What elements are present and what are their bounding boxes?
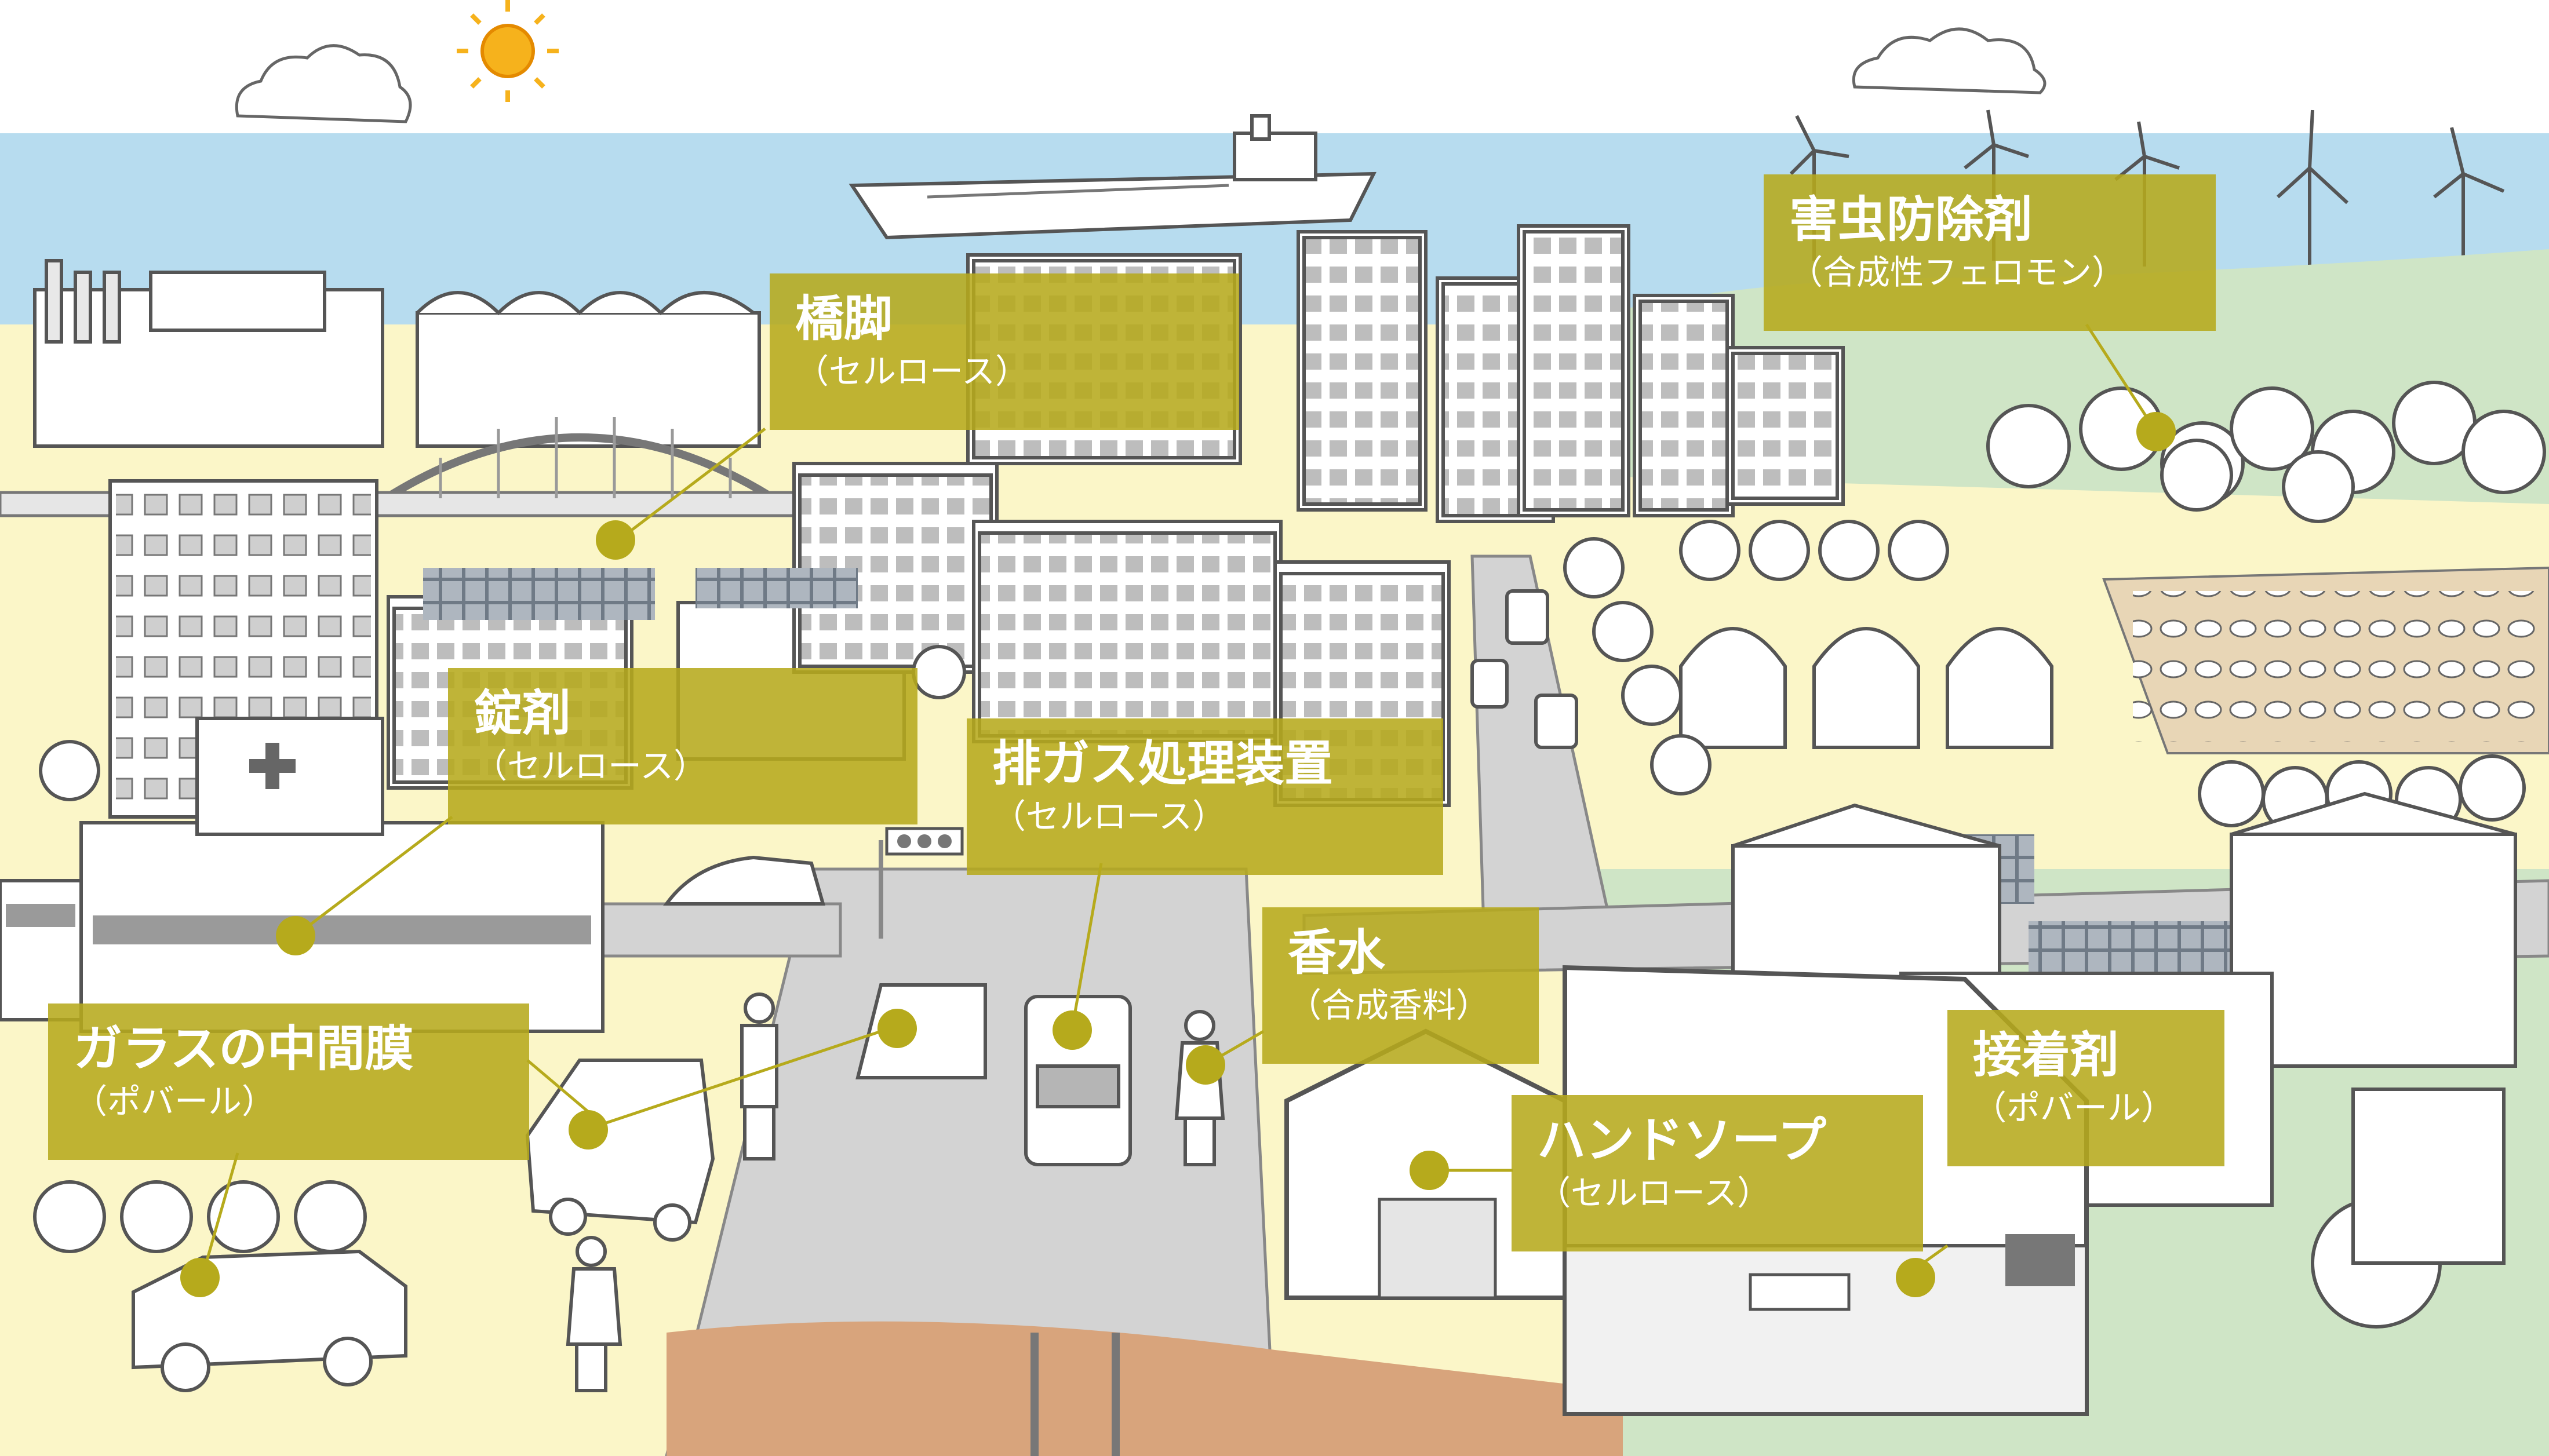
label-title: 橋脚 (795, 290, 893, 347)
label-title: 害虫防除剤 (1789, 191, 2033, 248)
label-tablet: 錠剤 （セルロース） (448, 668, 917, 824)
label-title: ハンドソープ (1537, 1112, 1826, 1169)
label-perfume: 香水 （合成香料） (1262, 907, 1539, 1064)
car-icon (132, 589, 1578, 1392)
sky (0, 0, 2549, 139)
label-sub: （合成香料） (1288, 986, 1490, 1025)
greenhouse-icon (1679, 627, 2053, 749)
label-sub: （セルロース） (474, 746, 708, 786)
hospital-building (0, 717, 605, 1033)
label-exhaust: 排ガス処理装置 （セルロース） (967, 718, 1443, 875)
sun-icon (457, 0, 559, 102)
label-glass-interlayer: ガラスの中間膜 （ポバール） (48, 1003, 529, 1160)
marker-dots (180, 412, 2176, 1297)
label-hand-soap: ハンドソープ （セルロース） (1512, 1095, 1923, 1251)
label-sub: （セルロース） (1537, 1173, 1771, 1213)
bus-icon (1024, 995, 1132, 1166)
label-title: ガラスの中間膜 (74, 1020, 414, 1077)
hospital-cross-icon (249, 743, 296, 789)
leader-lines (201, 323, 2158, 1276)
underground-soil (667, 1321, 1623, 1456)
factory-buildings (33, 259, 761, 448)
tanker-ship-icon (849, 114, 1377, 240)
label-sub: （ポバール） (74, 1082, 276, 1121)
label-bridge-pier: 橋脚 （セルロース） (770, 273, 1239, 430)
traffic-light-icon (879, 827, 964, 939)
label-sub: （セルロース） (795, 352, 1029, 391)
label-pest-control: 害虫防除剤 （合成性フェロモン） (1764, 174, 2216, 331)
label-sub: （ポバール） (1973, 1088, 2175, 1127)
label-title: 接着剤 (1973, 1027, 2120, 1083)
label-title: 排ガス処理装置 (992, 735, 1334, 792)
label-adhesive: 接着剤 （ポバール） (1947, 1010, 2224, 1166)
label-sub: （セルロース） (992, 797, 1226, 836)
label-title: 錠剤 (474, 685, 571, 742)
cloud-icon (235, 27, 2047, 123)
label-sub: （合成性フェロモン） (1789, 253, 2126, 292)
label-title: 香水 (1288, 924, 1386, 981)
